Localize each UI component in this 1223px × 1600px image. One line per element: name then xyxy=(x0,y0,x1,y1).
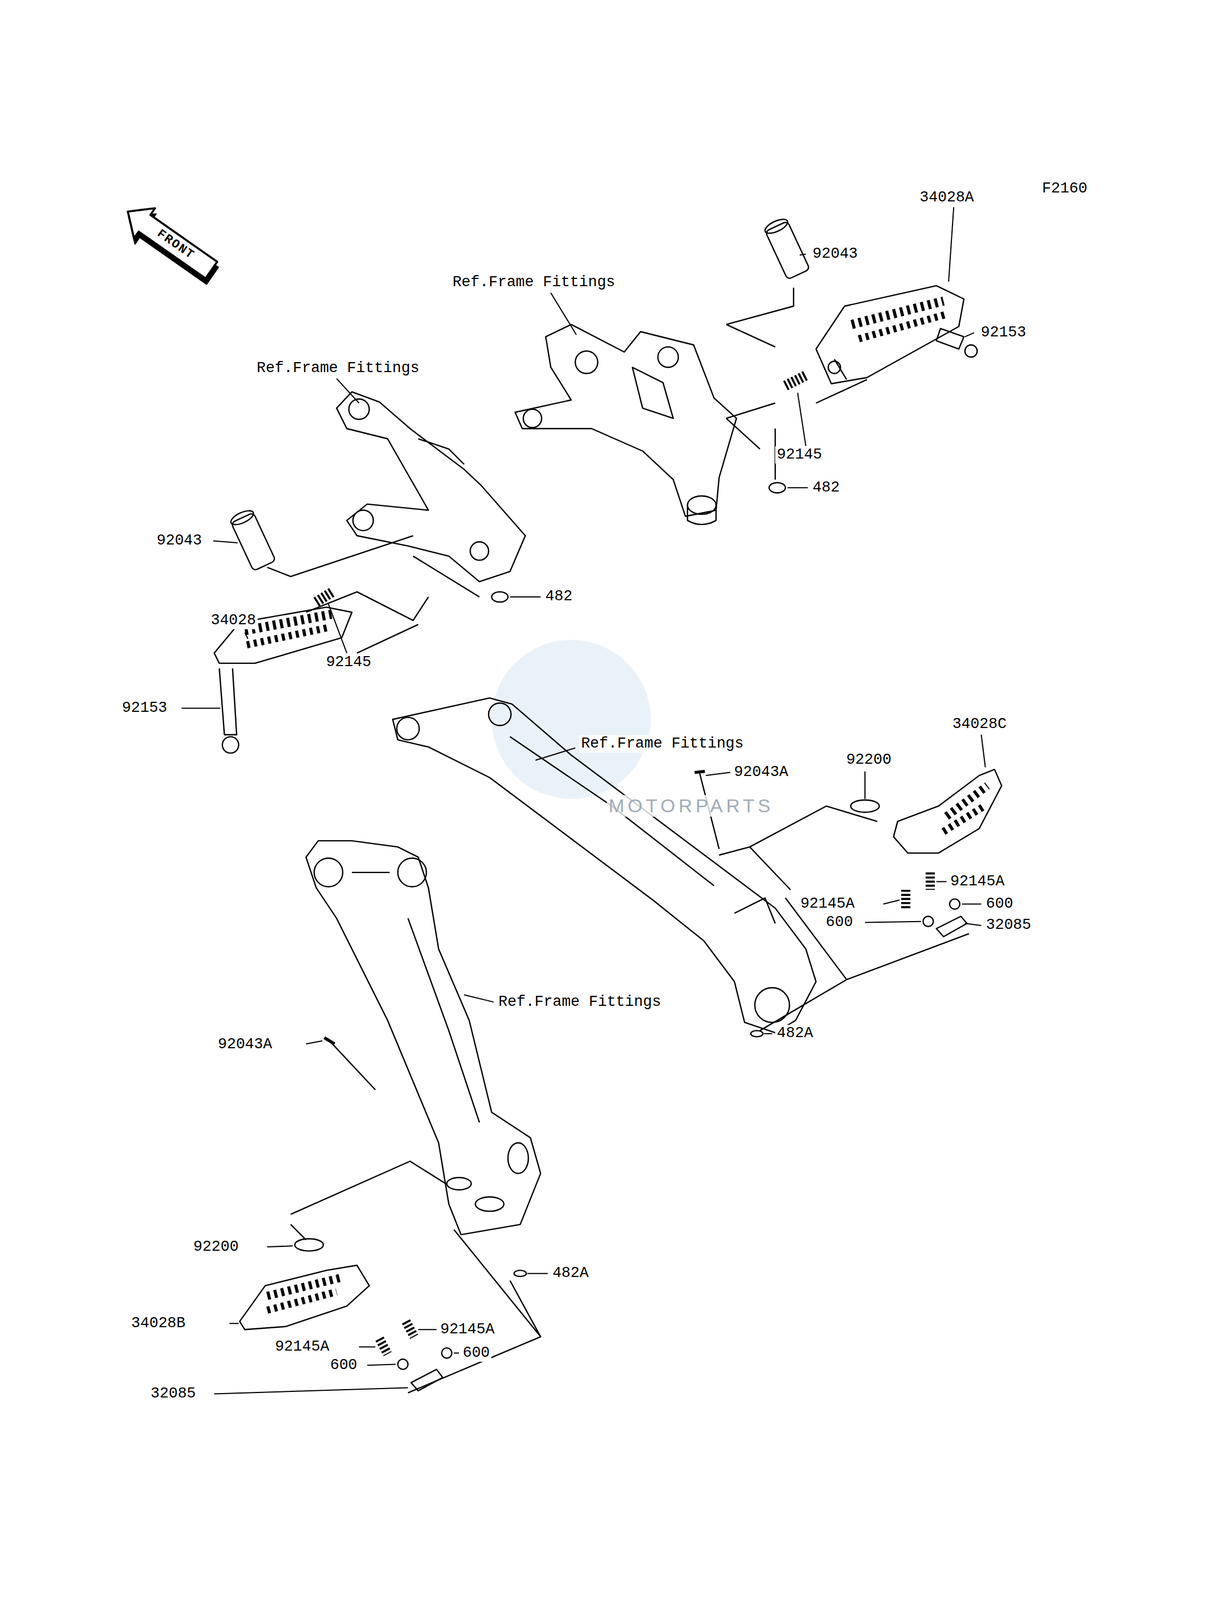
callout-number: 482 xyxy=(543,587,575,606)
callout-number: 92145 xyxy=(775,446,824,464)
callout-number: 92043A xyxy=(216,1035,274,1053)
callout-number: 34028 xyxy=(209,611,258,630)
callout-number: 482A xyxy=(550,1264,591,1282)
callout-number: 34028C xyxy=(950,715,1009,733)
callout-number: 92200 xyxy=(844,751,893,769)
callout-number: 32085 xyxy=(148,1384,198,1403)
callout-number: 34028B xyxy=(129,1314,187,1332)
callout-number: 92043 xyxy=(155,532,204,550)
callout-number: 92145A xyxy=(948,872,1007,891)
callout-number: 600 xyxy=(328,1356,360,1374)
figure-id: F2160 xyxy=(1040,180,1090,198)
callout-number: 92145A xyxy=(273,1337,331,1356)
callout-number: 92200 xyxy=(191,1238,241,1256)
callout-number: 92153 xyxy=(120,699,169,717)
callout-number: 600 xyxy=(984,895,1015,913)
watermark: MOTORPARTS xyxy=(606,794,776,817)
callout-number: 600 xyxy=(824,913,855,931)
callout-number: 34028A xyxy=(917,189,976,207)
callout-number: 600 xyxy=(461,1344,492,1362)
callout-number: 92145A xyxy=(798,895,857,913)
callout-number: 92145 xyxy=(324,653,374,671)
callout-number: 92153 xyxy=(979,324,1028,342)
callout-number: 92043A xyxy=(732,763,790,781)
reference-label: Ref.Frame Fittings xyxy=(450,273,617,292)
callout-number: 32085 xyxy=(984,916,1033,934)
callout-number: 92145A xyxy=(438,1320,496,1338)
reference-label: Ref.Frame Fittings xyxy=(254,359,422,377)
reference-label: Ref.Frame Fittings xyxy=(579,735,746,753)
callout-number: 482 xyxy=(810,479,842,497)
callout-number: 482A xyxy=(775,1024,815,1042)
reference-label: Ref.Frame Fittings xyxy=(496,993,664,1011)
callout-number: 92043 xyxy=(810,245,860,263)
